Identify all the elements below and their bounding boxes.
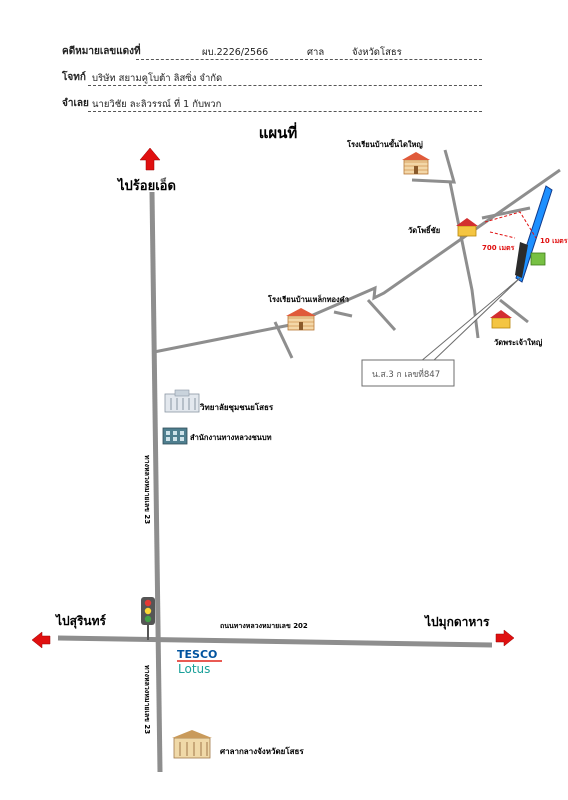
arrow-right-icon (495, 629, 515, 647)
header-row-plaintiff: โจทก์ บริษัท สยามคูโบต้า ลิสซิ่ง จำกัด (62, 70, 482, 86)
court-word: ศาล (307, 47, 325, 58)
plaintiff-label: โจทก์ (62, 72, 86, 83)
school-building-icon (402, 152, 430, 175)
spur-road-1 (273, 321, 294, 359)
dotted-line (88, 85, 482, 86)
label-wat-phra-chao: วัดพระเจ้าใหญ่ (494, 338, 543, 347)
distance-label-1: 700 เมตร (482, 244, 515, 252)
header-row-defendant: จำเลย นายวิชัย ละลิวรรณ์ ที่ 1 กับพวก (62, 96, 482, 112)
case-number-value: ผบ.2226/2566 (202, 47, 269, 58)
lotus-logo-text: Lotus (178, 662, 210, 676)
label-office: สำนักงานทางหลวงชนบท (190, 433, 272, 442)
map-title: แผนที่ (259, 122, 298, 142)
distance-lines (484, 211, 537, 239)
village-road-2 (448, 181, 480, 339)
label-to-roi-et: ไปร้อยเอ็ด (116, 176, 176, 194)
label-to-surin: ไปสุรินทร์ (54, 613, 107, 629)
traffic-light-icon (141, 597, 155, 640)
callout-text: น.ส.3 ก เลขที่847 (372, 368, 440, 380)
college-building-icon (164, 389, 200, 413)
dotted-line (88, 111, 482, 112)
distance-label-2: 10 เมตร (540, 237, 568, 245)
temple-icon (456, 218, 478, 237)
arrow-left-icon (31, 631, 51, 649)
office-building-icon (162, 427, 188, 445)
label-college: วิทยาลัยชุมชนยโสธร (199, 402, 273, 413)
village-road-3 (481, 206, 531, 220)
label-school-top: โรงเรียนบ้านขั้นไดใหญ่ (346, 138, 423, 149)
route-23-road (149, 191, 163, 773)
village-road-4 (499, 298, 529, 324)
callout-box (361, 359, 455, 387)
case-number-label: คดีหมายเลขแดงที่ (62, 46, 141, 57)
route-202-road (57, 635, 493, 648)
plaintiff-value: บริษัท สยามคูโบต้า ลิสซิ่ง จำกัด (92, 73, 223, 84)
label-to-mukdahan: ไปมุกดาหาร (423, 614, 490, 630)
canal-road-marker (515, 242, 528, 278)
land-plot (530, 252, 546, 266)
label-provincial-hall: ศาลากลางจังหวัดยโสธร (220, 746, 304, 756)
arrow-up-icon (139, 147, 161, 171)
temple-icon (490, 310, 512, 329)
village-road (411, 149, 457, 184)
spur-road-2 (366, 298, 397, 332)
provincial-hall-icon (172, 730, 212, 759)
tesco-logo-text: TESCO (177, 648, 217, 661)
defendant-label: จำเลย (62, 98, 89, 109)
label-school-mid: โรงเรียนบ้านเหล็กทองคำ (267, 294, 349, 304)
dotted-line (136, 59, 482, 60)
spur-road-3 (333, 310, 353, 318)
label-wat-pho-chai: วัดโพธิ์ชัย (408, 224, 440, 235)
route-202-label: ถนนทางหลวงหมายเลข 202 (220, 622, 308, 630)
defendant-value: นายวิชัย ละลิวรรณ์ ที่ 1 กับพวก (92, 99, 222, 110)
court-name: จังหวัดโสธร (352, 47, 402, 58)
branch-road (153, 168, 561, 354)
route-23-label-bottom: ทางหลวงหมายเลข 23 (143, 665, 151, 734)
tesco-lotus-logo: TESCO Lotus (177, 648, 222, 676)
header-row-case: คดีหมายเลขแดงที่ ผบ.2226/2566 ศาล จังหวั… (62, 44, 482, 60)
school-building-icon (286, 308, 316, 331)
roads (57, 149, 561, 773)
route-23-label-top: ทางหลวงหมายเลข 23 (143, 455, 151, 524)
